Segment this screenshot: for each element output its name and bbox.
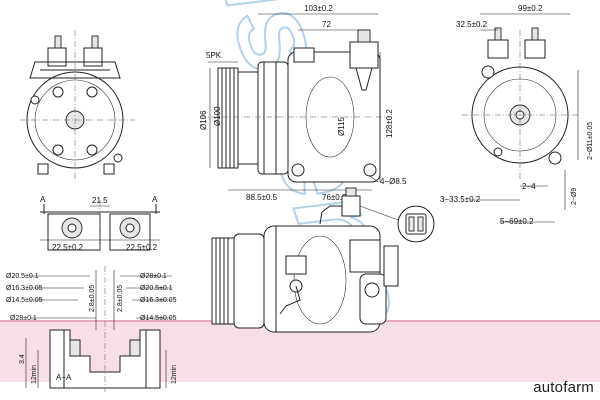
dim-port-offset: 72 <box>322 20 331 29</box>
dim-rear-b: 2−4 <box>522 182 536 191</box>
dim-belt: 5PK <box>206 51 222 60</box>
section-mark-a-right: A <box>152 195 158 204</box>
compressor-perspective-view <box>211 187 399 333</box>
dim-length-b: 76±0.2 <box>322 193 347 202</box>
port-section-view <box>40 200 160 255</box>
side-view <box>200 13 392 191</box>
dim-length-a: 88.5±0.5 <box>246 193 278 202</box>
section-label: A−A <box>56 373 72 382</box>
dim-fit-l4: Ø28±0.1 <box>10 315 37 322</box>
dim-front-width: 103±0.2 <box>304 4 333 13</box>
dim-fit-v1: 3.4 <box>19 354 26 364</box>
rear-view <box>462 13 579 223</box>
dim-fit-r1: Ø28±0.1 <box>140 273 167 280</box>
fitting-section-view <box>25 266 172 392</box>
dim-fit-v3: 12min <box>171 365 178 384</box>
section-mark-a-left: A <box>40 195 46 204</box>
dim-fit-r3: Ø16.3±0.05 <box>140 297 177 304</box>
dim-section-gap: 21.5 <box>92 196 108 205</box>
dim-pulley-d1: Ø106 <box>199 110 208 130</box>
dim-fit-l2: Ø16.3±0.05 <box>6 285 43 292</box>
dim-fit-r2: Ø20.5±0.1 <box>140 285 173 292</box>
dim-fit-depth-right: 2.8±0.05 <box>117 285 124 312</box>
dim-pulley-d2: Ø100 <box>213 106 222 126</box>
dim-rear-mount: 2−Ø11±0.05 <box>587 122 594 160</box>
dim-fit-l3: Ø14.5±0.05 <box>6 297 43 304</box>
dim-rear-d: 5−69±0.2 <box>500 217 534 226</box>
dim-body-d: Ø115 <box>337 116 346 136</box>
dim-fit-v2: 12min <box>31 365 38 384</box>
dim-rear-c: 2−Ø9 <box>571 188 578 205</box>
dim-fit-r4: Ø14.5±0.05 <box>140 315 177 322</box>
connector-inset <box>359 205 435 243</box>
dim-rear-offset: 32.5±0.2 <box>456 20 488 29</box>
dim-height-right: 128±0.2 <box>385 109 394 138</box>
dim-hole: 4−Ø8.5 <box>380 177 407 186</box>
dim-section-left: 22.5±0.2 <box>52 243 84 252</box>
brand-logo: autofarm <box>533 379 594 396</box>
dim-rear-width: 99±0.2 <box>518 4 543 13</box>
dim-section-right: 22.5±0.2 <box>126 243 158 252</box>
dim-rear-a: 3−33.5±0.2 <box>440 195 481 204</box>
dim-fit-depth-left: 2.8±0.05 <box>89 285 96 312</box>
front-view <box>20 30 135 180</box>
dim-fit-l1: Ø20.5±0.1 <box>6 273 39 280</box>
